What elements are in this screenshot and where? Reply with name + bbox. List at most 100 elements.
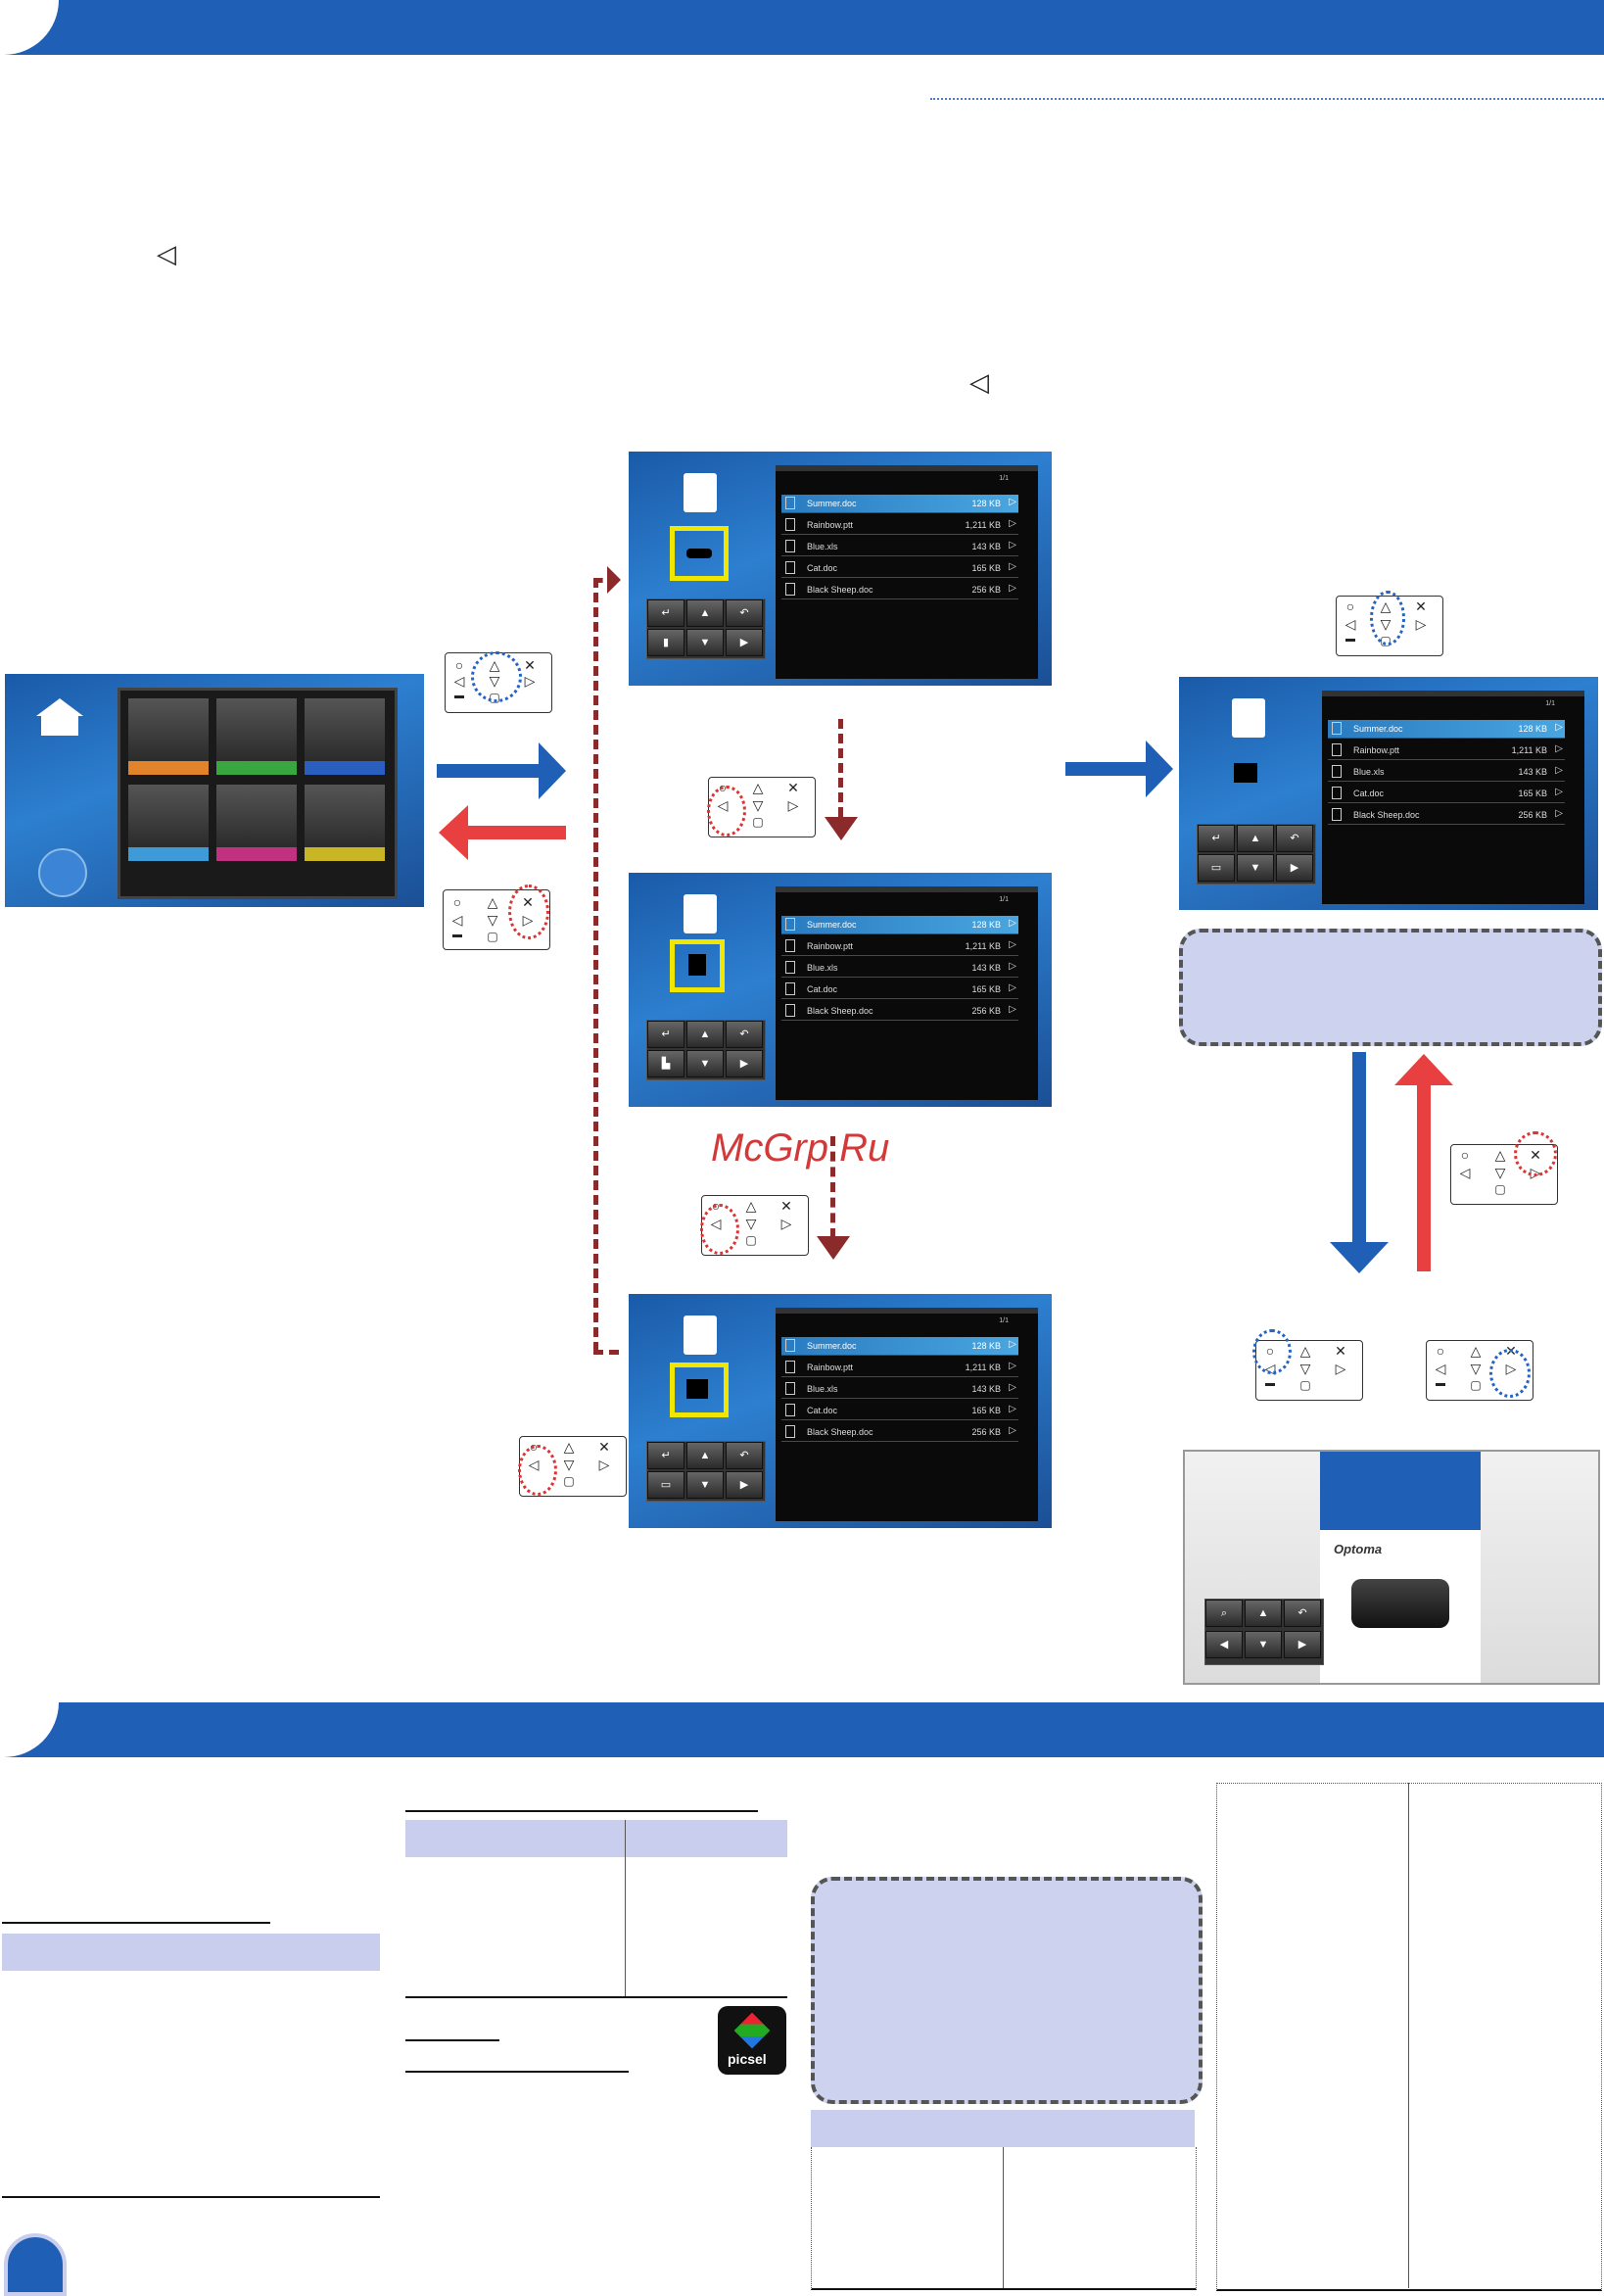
remote-diagram: ○△✕ ◁▽▷ ▢ (707, 777, 816, 837)
table-rule (405, 2039, 499, 2041)
spec-column (1216, 1783, 1602, 2291)
table-body (2, 1971, 380, 2198)
remote-diagram: ○△✕ ◁▽▷ ▢ (518, 1436, 627, 1497)
document-icon (1232, 698, 1265, 738)
note-box (1179, 929, 1602, 1046)
home-icon[interactable] (36, 698, 83, 736)
document-icon (684, 894, 717, 933)
header-band-bottom (0, 1702, 1604, 1757)
table-rule (405, 1810, 758, 1812)
dashed-path (830, 1136, 835, 1238)
arrow-head (817, 1236, 850, 1260)
control-pad: ⌕▲↶ ◀▼▶ (1204, 1599, 1324, 1665)
control-pad: ↵▲↶ ▮▼▶ (646, 598, 766, 659)
remote-diagram: ○△✕ ◁▽▷ ▬▢ (1426, 1340, 1533, 1401)
table-header (811, 2110, 1195, 2147)
arrow-head (1330, 1242, 1389, 1273)
video-tile[interactable] (128, 698, 209, 775)
arrow-head (825, 817, 858, 840)
dashed-path (593, 1350, 619, 1355)
remote-diagram: ○△✕ ◁▽▷ ▢ (1450, 1131, 1558, 1205)
table-divider (625, 1820, 626, 1996)
optoma-logo: Optoma (1334, 1542, 1383, 1556)
table-body (811, 2147, 1197, 2290)
arrow-left-red (466, 826, 566, 839)
band-curl (0, 0, 59, 55)
page-corner-icon (4, 2233, 67, 2296)
remote-diagram: ○△✕ ◁▽▷ ▢ (700, 1195, 809, 1256)
table-divider (1408, 1783, 1409, 2288)
dashed-path (838, 719, 843, 817)
settings-tile[interactable] (305, 785, 385, 861)
table-body (405, 1857, 787, 1998)
sd-card-icon[interactable] (670, 939, 725, 992)
brochure-banner (1320, 1452, 1481, 1530)
left-icon: ◁ (969, 367, 989, 397)
remote-diagram: ○△✕ ◁▽▷ ▬▢ (1252, 1329, 1363, 1401)
menu-grid (118, 688, 398, 899)
internal-memory-icon[interactable] (670, 1363, 729, 1417)
table-rule (2, 1922, 270, 1924)
arrow-head (607, 566, 621, 594)
arrow-head (1394, 1054, 1453, 1085)
table-header (405, 1820, 787, 1857)
control-pad: ↵▲↶ ▙▼▶ (646, 1020, 766, 1080)
arrow-right-blue (437, 764, 544, 778)
control-pad: ↵▲↶ ▭▼▶ (1197, 824, 1316, 885)
arrow-up-red (1417, 1083, 1431, 1271)
dotted-rule (930, 98, 1604, 100)
watermark: McGrp.Ru (711, 1126, 890, 1170)
dashed-path (593, 578, 617, 583)
table-rule (405, 2071, 629, 2073)
settings-icon[interactable] (38, 848, 87, 897)
arrow-right-blue (1065, 762, 1152, 776)
dashed-path (593, 578, 598, 1352)
left-icon: ◁ (157, 239, 176, 268)
arrow-down-blue (1352, 1052, 1366, 1248)
usb-icon[interactable] (670, 526, 729, 581)
photo-tile[interactable] (305, 698, 385, 775)
arrow-head (439, 805, 468, 860)
table-divider (1003, 2147, 1004, 2288)
note-box (811, 1877, 1203, 2104)
table-header (2, 1934, 380, 1971)
remote-diagram: ○△✕ ◁▽▷ ▬▢ (1336, 591, 1443, 656)
music-tile[interactable] (216, 698, 297, 775)
input-tile[interactable] (128, 785, 209, 861)
picsel-badge: picsel (718, 2006, 786, 2075)
header-band-top (0, 0, 1604, 55)
remote-diagram: ○△✕ ◁▽▷ ▬▢ (445, 651, 552, 713)
arrow-head (1146, 741, 1173, 797)
document-icon (684, 473, 717, 512)
brochure-card: Optoma ⌕▲↶ ◀▼▶ (1183, 1450, 1600, 1685)
office-tile[interactable] (216, 785, 297, 861)
main-menu-screen (5, 674, 424, 907)
